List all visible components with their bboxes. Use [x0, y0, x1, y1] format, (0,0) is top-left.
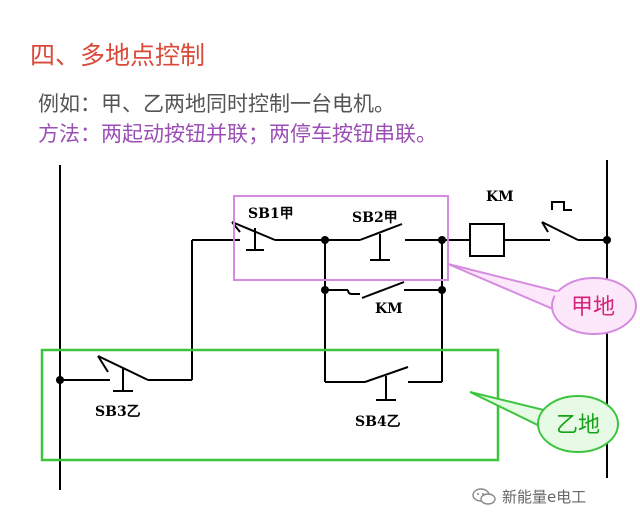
junction-dot	[603, 236, 611, 244]
jia-region-box	[233, 195, 449, 281]
method-text: 方法：两起动按钮并联；两停车按钮串联。	[38, 122, 437, 146]
sb1-stop-button	[192, 221, 325, 251]
km-coil-label: KM	[486, 189, 514, 205]
example-text: 例如：甲、乙两地同时控制一台电机。	[38, 92, 395, 116]
watermark: 新能量e电工	[472, 486, 586, 507]
sb4-start-button	[325, 366, 442, 401]
watermark-text: 新能量e电工	[502, 488, 587, 506]
sb2-start-button	[325, 223, 442, 261]
yi-callout-label: 乙地	[556, 413, 600, 438]
sb1-label: SB1甲	[248, 206, 294, 222]
jia-callout-label: 甲地	[571, 295, 615, 320]
section-title: 四、多地点控制	[30, 41, 206, 70]
km-coil	[442, 223, 540, 257]
jia-callout: 甲地	[447, 263, 637, 335]
sb4-label: SB4乙	[355, 414, 401, 430]
junction-dot	[56, 376, 64, 384]
yi-callout: 乙地	[469, 391, 619, 453]
km-contact-label: KM	[375, 301, 403, 317]
km-holding-contact	[324, 240, 443, 382]
sb2-label: SB2甲	[352, 210, 398, 226]
wechat-icon	[472, 488, 496, 505]
overload-contact	[540, 201, 607, 241]
sb3-label: SB3乙	[95, 404, 141, 420]
junction-dot	[438, 286, 446, 294]
junction-dot	[321, 286, 329, 294]
sb3-stop-button	[60, 355, 192, 392]
